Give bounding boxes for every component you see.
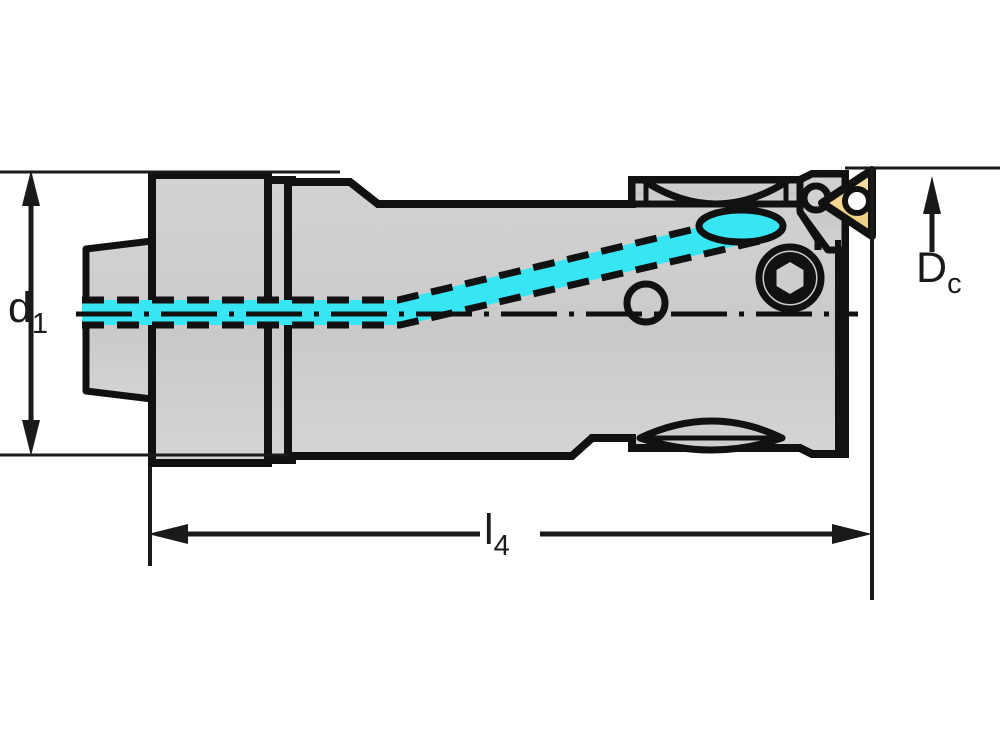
dimension-label-d1-base: d [8, 284, 32, 332]
clamp-screw-hex-socket [769, 254, 811, 302]
coolant-channel [82, 206, 787, 329]
dimension-l4 [148, 524, 872, 544]
cutting-insert [818, 166, 876, 240]
cutting-insert-hole [842, 186, 872, 216]
dimension-label-l4-subscript: 4 [493, 530, 510, 563]
dimension-d1-arrow-top [22, 170, 40, 206]
clamp-screw-outer-ring [755, 243, 825, 313]
dimension-label-d1-subscript: 1 [31, 308, 49, 341]
dimension-label-l4: l4 [484, 506, 510, 562]
adjust-port-circle [623, 280, 669, 326]
clamp-screw [755, 243, 825, 313]
dimension-l4-arrow-left [148, 524, 188, 544]
dimension-d1-arrow-bottom [22, 420, 40, 456]
dimension-label-l4-base: l [484, 506, 494, 554]
dimension-label-dc-subscript: c [947, 268, 962, 301]
adjust-port [623, 280, 669, 326]
dimension-dc-arrow-top [923, 176, 941, 214]
coolant-outlet-ellipse [695, 206, 787, 246]
chip-flute-top-curve [642, 178, 790, 208]
coolant-channel-straight [82, 300, 400, 325]
coolant-edge-lower [82, 237, 761, 329]
dimension-dc [923, 176, 941, 252]
dimension-label-dc: Dc [916, 244, 962, 300]
dimension-d1 [22, 170, 40, 456]
dimension-label-dc-base: D [916, 244, 948, 292]
chip-flute-bottom [636, 417, 786, 454]
extension-lines [0, 166, 1000, 600]
chip-flute-top [628, 176, 804, 208]
insert-pocket-edge [797, 210, 822, 250]
coolant-channel-angled [398, 222, 760, 325]
dimension-label-d1: d1 [8, 284, 48, 340]
dimension-l4-arrow-right [832, 524, 872, 544]
coolant-edge-upper [82, 218, 725, 304]
